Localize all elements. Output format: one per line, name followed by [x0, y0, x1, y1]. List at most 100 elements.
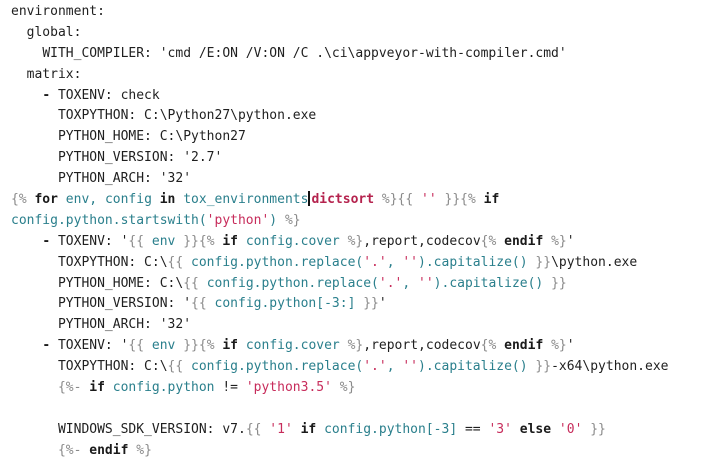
code-token: }}{%: [436, 192, 484, 208]
code-token: config.python.replace(: [191, 359, 364, 375]
code-token: ,: [386, 359, 403, 375]
code-token: environment:: [11, 4, 105, 19]
code-line[interactable]: WITH_COMPILER: 'cmd /E:ON /V:ON /C .\ci\…: [11, 44, 720, 65]
code-token: {{: [245, 421, 270, 437]
code-token: '3': [488, 421, 512, 437]
code-token: ,: [402, 275, 419, 291]
code-token: config.python.replace(: [206, 275, 379, 291]
code-line[interactable]: PYTHON_VERSION: '{{ config.python[-3:] }…: [11, 294, 720, 315]
code-token: {{: [183, 275, 207, 291]
code-token: config.cover: [245, 233, 340, 249]
code-token: PYTHON_HOME: C:\: [57, 275, 184, 291]
code-token: {%-: [57, 442, 90, 458]
code-line[interactable]: - TOXENV: '{{ env }}{% if config.cover %…: [11, 232, 720, 253]
code-token: '': [418, 275, 434, 291]
code-token: [152, 192, 160, 207]
code-line[interactable]: PYTHON_HOME: C:\{{ config.python.replace…: [11, 274, 720, 295]
code-token: ,: [386, 254, 403, 270]
code-token: -: [42, 87, 58, 103]
code-token: config.python[: [324, 421, 434, 437]
code-token: if: [483, 192, 500, 208]
code-token: }}{%: [175, 338, 223, 354]
code-token: [293, 422, 301, 437]
code-line[interactable]: - TOXENV: check: [11, 86, 720, 107]
code-line[interactable]: TOXPYTHON: C:\{{ config.python.replace('…: [11, 253, 720, 274]
code-token: '.': [363, 254, 387, 270]
code-token: [238, 338, 246, 353]
code-line[interactable]: PYTHON_HOME: C:\Python27: [11, 127, 720, 148]
code-line[interactable]: config.python.startswith('python') %}: [11, 211, 720, 232]
code-line[interactable]: WINDOWS_SDK_VERSION: v7.{{ '1' if config…: [11, 420, 720, 441]
code-token: ).capitalize(): [418, 359, 528, 375]
code-line[interactable]: TOXPYTHON: C:\Python27\python.exe: [11, 106, 720, 127]
code-token: :]: [339, 296, 356, 312]
code-token: PYTHON_VERSION: '2.7': [57, 150, 223, 166]
code-line[interactable]: PYTHON_VERSION: '2.7': [11, 148, 720, 169]
code-token: !=: [214, 380, 246, 396]
code-token: {{: [167, 359, 192, 375]
code-token: '.': [363, 359, 387, 375]
code-token: %}: [339, 233, 364, 249]
code-line[interactable]: matrix:: [11, 65, 720, 86]
code-line[interactable]: environment:: [11, 2, 720, 23]
indent: [11, 380, 58, 395]
code-token: [105, 380, 113, 395]
code-line[interactable]: global:: [11, 23, 720, 44]
indent: [11, 422, 58, 437]
code-token: config: [104, 192, 152, 208]
code-token: else: [519, 421, 552, 437]
code-token: WITH_COMPILER: 'cmd /E:ON /V:ON /C .\ci\…: [42, 45, 567, 61]
code-token: %}: [339, 338, 364, 354]
code-token: ': [378, 296, 387, 312]
code-line[interactable]: - TOXENV: '{{ env }}{% if config.cover %…: [11, 336, 720, 357]
indent: [11, 359, 58, 374]
code-token: ): [269, 212, 278, 228]
code-token: '': [402, 359, 419, 375]
code-token: [316, 422, 324, 437]
code-token: ==: [457, 421, 489, 437]
code-line[interactable]: {%- endif %}: [11, 441, 720, 462]
code-token: PYTHON_ARCH: '32': [57, 317, 192, 333]
code-token: 'python': [206, 212, 270, 228]
code-token: if: [222, 338, 239, 354]
code-token: env,: [57, 192, 105, 208]
code-token: ).capitalize(): [418, 254, 528, 270]
code-token: config.python[: [214, 296, 325, 312]
code-token: endif: [504, 338, 544, 354]
indent: [11, 150, 58, 165]
indent: [11, 317, 58, 332]
code-token: [238, 234, 246, 249]
code-token: '1': [269, 421, 293, 437]
code-token: }}: [527, 359, 552, 375]
code-token: %}: [331, 380, 356, 396]
code-token: PYTHON_VERSION: ': [57, 296, 192, 312]
code-token: TOXENV: ': [57, 233, 129, 249]
code-token: ': [566, 338, 575, 354]
indent: [11, 296, 58, 311]
code-token: if: [222, 233, 239, 249]
code-line[interactable]: PYTHON_ARCH: '32': [11, 315, 720, 336]
code-token: TOXPYTHON: C:\: [57, 254, 168, 270]
indent: [11, 46, 42, 61]
code-line[interactable]: TOXPYTHON: C:\{{ config.python.replace('…: [11, 357, 720, 378]
code-token: }}: [355, 296, 379, 312]
code-token: PYTHON_HOME: C:\Python27: [57, 129, 246, 145]
code-token: ,report,codecov: [363, 338, 481, 354]
code-token: 'python3.5': [245, 380, 332, 396]
code-token: {%-: [57, 380, 90, 396]
code-line[interactable]: [11, 399, 720, 420]
code-token: \python.exe: [551, 254, 638, 270]
code-token: -: [42, 338, 58, 354]
code-token: %}: [543, 233, 567, 249]
code-token: {{: [191, 296, 215, 312]
code-token: ).capitalize(): [433, 275, 544, 291]
code-token: endif: [89, 442, 129, 458]
code-token: env: [151, 338, 176, 354]
code-token: global:: [26, 24, 82, 40]
code-token: config.cover: [245, 338, 340, 354]
code-token: PYTHON_ARCH: '32': [57, 171, 192, 187]
code-line[interactable]: {%- if config.python != 'python3.5' %}: [11, 378, 720, 399]
code-line[interactable]: PYTHON_ARCH: '32': [11, 169, 720, 190]
